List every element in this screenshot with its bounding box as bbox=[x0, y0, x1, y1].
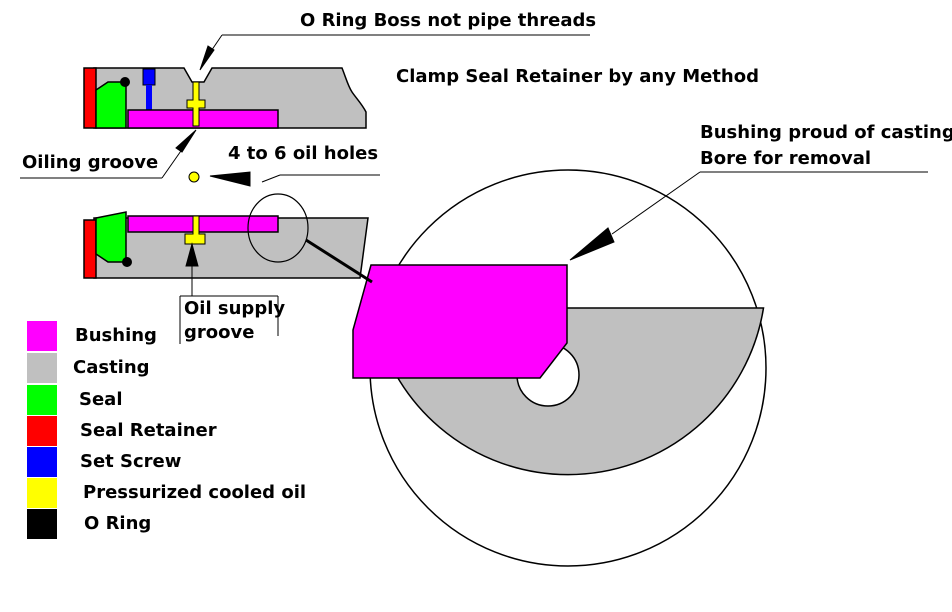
groove-label: groove bbox=[184, 322, 255, 343]
lower-seal bbox=[95, 211, 127, 263]
legend-label-seal: Seal bbox=[79, 389, 123, 410]
end-view-bushing bbox=[352, 264, 568, 379]
legend-swatch-seal-retainer bbox=[27, 416, 57, 446]
legend-swatch-seal bbox=[27, 385, 57, 415]
legend-swatch-casting bbox=[27, 353, 57, 383]
legend-item-seal: Seal bbox=[27, 385, 327, 417]
upper-seal bbox=[95, 81, 127, 129]
legend-item-set-screw: Set Screw bbox=[27, 447, 327, 479]
set-screw-shank bbox=[146, 85, 152, 123]
upper-oil-passage bbox=[186, 81, 206, 127]
oiling-groove-label: Oiling groove bbox=[22, 152, 159, 173]
legend-item-o-ring: O Ring bbox=[27, 509, 327, 541]
o-ring-boss-label: O Ring Boss not pipe threads bbox=[300, 10, 597, 31]
legend-swatch-o-ring bbox=[27, 509, 57, 539]
legend-item-bushing: Bushing bbox=[27, 321, 327, 353]
legend-label-seal-retainer: Seal Retainer bbox=[80, 420, 217, 441]
lower-seal-retainer bbox=[83, 219, 97, 279]
upper-seal-retainer bbox=[83, 67, 97, 129]
oil-hole-dot bbox=[188, 171, 200, 183]
legend-label-bushing: Bushing bbox=[75, 325, 157, 346]
upper-o-ring bbox=[120, 77, 130, 87]
bushing-proud-label: Bushing proud of casting bbox=[700, 122, 952, 143]
legend-item-seal-retainer: Seal Retainer bbox=[27, 416, 327, 448]
bore-removal-label: Bore for removal bbox=[700, 148, 872, 169]
lower-bushing bbox=[127, 215, 279, 233]
upper-bushing bbox=[127, 109, 279, 129]
clamp-label: Clamp Seal Retainer by any Method bbox=[396, 66, 759, 87]
lower-o-ring bbox=[122, 257, 132, 267]
legend-item-oil: Pressurized cooled oil bbox=[27, 478, 327, 510]
oil-supply-groove-shape bbox=[184, 215, 206, 245]
oil-supply-label: Oil supply bbox=[184, 298, 286, 319]
legend-swatch-set-screw bbox=[27, 447, 57, 477]
set-screw-head bbox=[142, 68, 156, 86]
end-view bbox=[352, 169, 767, 567]
legend-swatch-oil bbox=[27, 478, 57, 508]
legend-label-oil: Pressurized cooled oil bbox=[83, 482, 307, 503]
lower-section bbox=[83, 193, 373, 284]
oil-holes-label: 4 to 6 oil holes bbox=[228, 143, 379, 164]
legend-item-casting: Casting bbox=[27, 353, 327, 385]
legend-swatch-bushing bbox=[27, 321, 57, 351]
leaders bbox=[20, 34, 928, 344]
upper-section bbox=[83, 67, 367, 129]
legend-label-casting: Casting bbox=[73, 357, 150, 378]
legend-label-set-screw: Set Screw bbox=[80, 451, 182, 472]
legend-label-o-ring: O Ring bbox=[84, 513, 152, 534]
detail-ellipse bbox=[247, 193, 309, 263]
detail-leader-line bbox=[305, 238, 373, 284]
